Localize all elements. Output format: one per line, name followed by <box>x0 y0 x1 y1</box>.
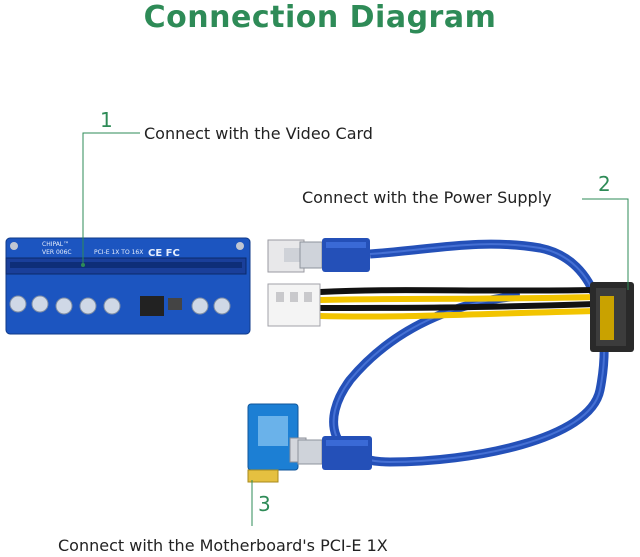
callout-text-2: Connect with the Power Supply <box>302 188 552 207</box>
usb-plug-board <box>299 238 370 272</box>
power-wires <box>319 287 596 320</box>
silkscreen-version: VER 006C <box>42 249 72 256</box>
pcie-1x-adapter <box>247 403 307 483</box>
usb-plug-adapter <box>297 436 372 470</box>
board-power-socket <box>267 283 321 327</box>
callout-number-2: 2 <box>598 172 611 196</box>
diagram-title: Connection Diagram <box>143 0 497 35</box>
sata-power-connector <box>590 282 634 352</box>
board-usb-port <box>267 239 305 273</box>
silkscreen-brand: CHIPAL™ <box>42 241 69 248</box>
callout-line-1 <box>82 132 140 265</box>
silkscreen-type: PCI-E 1X TO 16X <box>94 249 143 256</box>
cert-marks: CE FC <box>148 248 180 259</box>
regulator-chip <box>140 296 164 316</box>
riser-board: CHIPAL™ VER 006C PCI-E 1X TO 16X CE FC <box>5 237 251 335</box>
callout-line-2 <box>582 198 629 290</box>
callout-text-3: Connect with the Motherboard's PCI-E 1X <box>58 536 388 555</box>
callout-text-1: Connect with the Video Card <box>144 124 373 143</box>
callout-number-1: 1 <box>100 108 113 132</box>
callout-number-3: 3 <box>258 492 271 516</box>
